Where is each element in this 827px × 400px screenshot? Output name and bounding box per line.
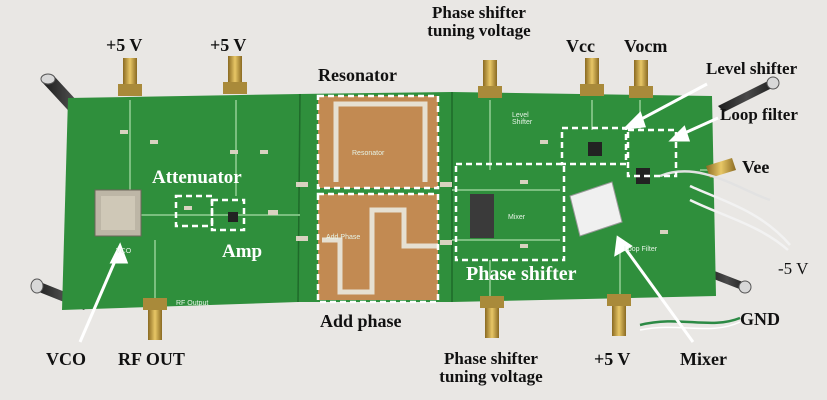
- substrate-areas: [318, 96, 438, 300]
- label-plus5v-mid: +5 V: [210, 35, 247, 55]
- annotation-arrows: [78, 82, 719, 343]
- label-plus5v-bottom: +5 V: [594, 349, 631, 369]
- silk-mixer: Mixer: [508, 214, 526, 221]
- label-minus5v: -5 V: [778, 259, 809, 278]
- sma-connectors: [118, 56, 736, 340]
- dashed-boxes: [174, 94, 678, 304]
- amp-box: [210, 198, 246, 232]
- label-vcc: Vcc: [566, 36, 595, 56]
- sma-rf-out: [143, 298, 167, 340]
- label-rf-out: RF OUT: [118, 349, 185, 369]
- sma-top-left: [118, 58, 142, 96]
- mixer-module: [569, 181, 623, 237]
- label-level-shifter: Level shifter: [706, 59, 798, 78]
- silk-loop-filter: Loop Filter: [624, 246, 658, 253]
- silk-add-phase: Add Phase: [326, 234, 361, 241]
- label-gnd: GND: [740, 309, 780, 329]
- label-add-phase: Add phase: [320, 311, 402, 331]
- label-attenuator: Attenuator: [152, 167, 242, 188]
- add-phase-box: [316, 192, 440, 304]
- vco-module: [94, 189, 142, 237]
- label-phase-shifter-voltage-bottom: Phase shifter tuning voltage: [439, 349, 543, 386]
- silk-vco: VCO: [116, 248, 132, 255]
- silk-resonator: Resonator: [352, 150, 385, 157]
- label-resonator: Resonator: [318, 65, 397, 85]
- label-mixer: Mixer: [680, 349, 727, 369]
- sma-bottom-ps: [480, 296, 504, 338]
- sma-vocm: [629, 60, 653, 98]
- sma-top-ps: [478, 60, 502, 98]
- label-phase-shifter: Phase shifter: [466, 263, 577, 285]
- silk-rf-output: RF Output: [176, 300, 209, 307]
- label-vocm: Vocm: [624, 36, 668, 56]
- label-vee: Vee: [742, 157, 770, 177]
- sma-bottom-5v: [607, 294, 631, 336]
- label-amp: Amp: [222, 241, 263, 262]
- loop-filter-box: [626, 128, 678, 178]
- label-loop-filter: Loop filter: [720, 105, 798, 124]
- level-shifter-box: [560, 126, 628, 166]
- wires: [639, 170, 791, 331]
- label-phase-shifter-voltage-top: Phase shifter tuning voltage: [427, 3, 531, 40]
- label-plus5v-left: +5 V: [106, 35, 143, 55]
- silk-level-shifter: Level Shifter: [512, 112, 533, 126]
- phase-shifter-box: [454, 162, 566, 262]
- smd-components: [120, 130, 668, 248]
- resonator-box: [316, 94, 440, 190]
- sma-top-mid: [223, 56, 247, 94]
- sma-vee: [706, 158, 736, 178]
- label-vco: VCO: [46, 349, 86, 369]
- sma-vcc: [580, 58, 604, 96]
